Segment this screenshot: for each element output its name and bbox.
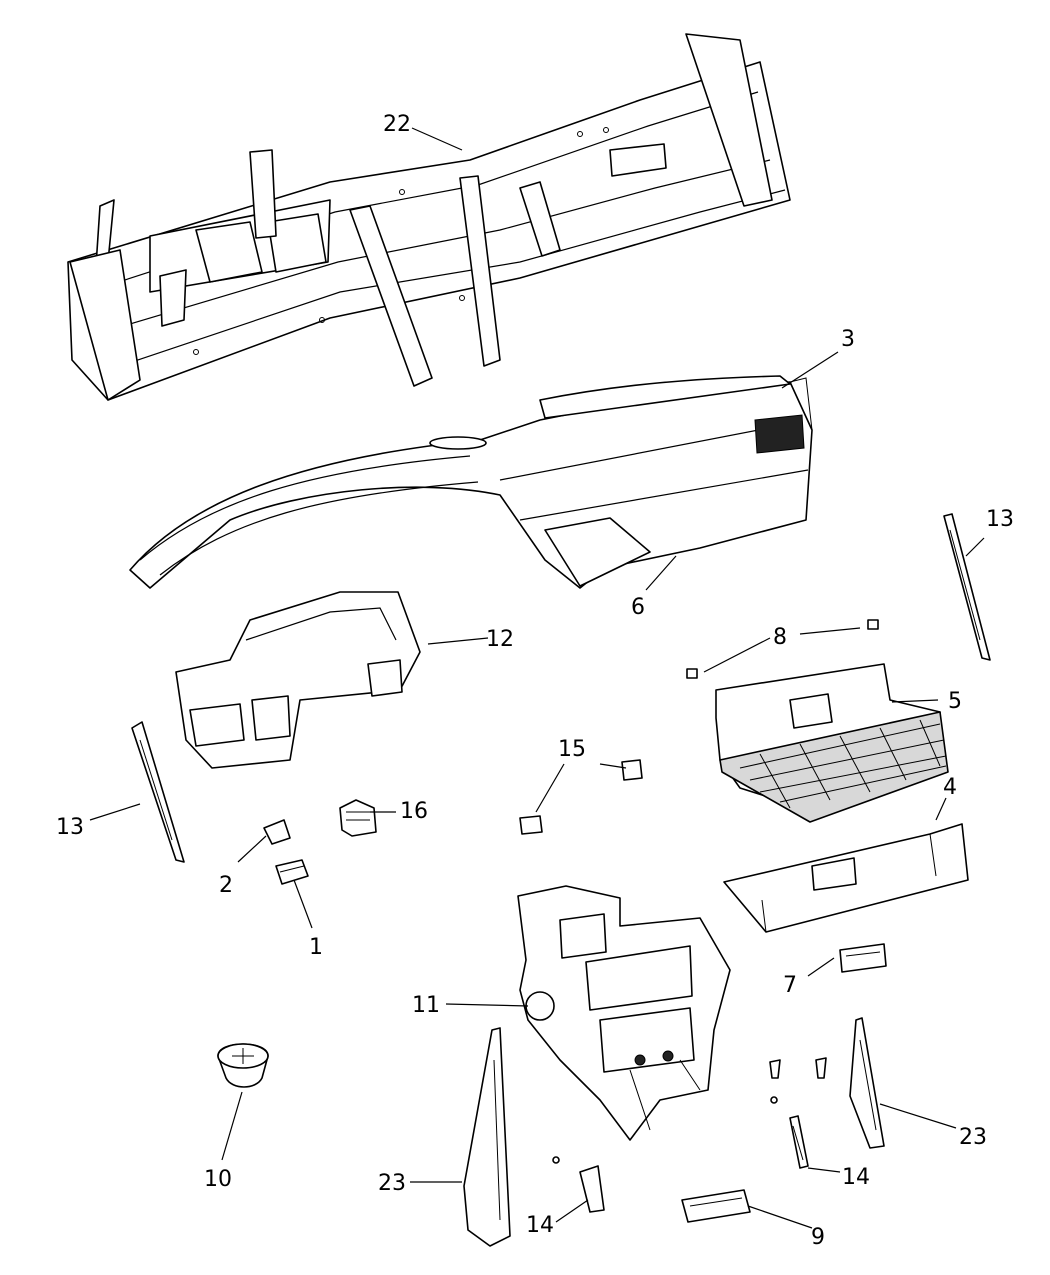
- part-13-right-end-cap: [943, 513, 991, 661]
- part-3-instrument-panel: [129, 375, 813, 589]
- part-14-left-panel: [579, 1165, 605, 1213]
- part-10-knob: [217, 1043, 269, 1088]
- part-13-left-end-cap: [131, 721, 185, 863]
- callout-11: 11: [412, 993, 440, 1018]
- callout-3: 3: [841, 327, 855, 352]
- part-22-cross-car-beam: [67, 33, 791, 401]
- part-1-switch: [275, 859, 309, 885]
- callouts: 22 3 13 6 8 12 5 15 4 16 13 2 1 7 11 23 …: [56, 112, 1014, 1250]
- part-12-cluster-support: [175, 591, 421, 769]
- part-2-bracket: [263, 819, 291, 845]
- callout-23-left: 23: [378, 1171, 406, 1196]
- part-16-bracket: [339, 799, 377, 837]
- callout-10: 10: [204, 1167, 232, 1192]
- callout-15: 15: [558, 737, 586, 762]
- part-14-right-panel: [789, 1115, 809, 1169]
- callout-1: 1: [309, 935, 323, 960]
- callout-16: 16: [400, 799, 428, 824]
- callout-13-right: 13: [986, 507, 1014, 532]
- callout-8: 8: [773, 625, 787, 650]
- part-11-center-support: [517, 885, 731, 1141]
- callout-6: 6: [631, 595, 645, 620]
- callout-9: 9: [811, 1225, 825, 1250]
- part-8-clips: [686, 619, 879, 679]
- part-9-bracket: [681, 1189, 751, 1223]
- callout-4: 4: [943, 775, 957, 800]
- callout-13-left: 13: [56, 815, 84, 840]
- fasteners: [552, 1057, 827, 1164]
- callout-2: 2: [219, 873, 233, 898]
- callout-14-right: 14: [842, 1165, 870, 1190]
- leader-lines: [89, 127, 985, 1229]
- part-5-glove-box-bin: [715, 663, 949, 823]
- callout-7: 7: [783, 973, 797, 998]
- part-4-glove-box-door: [723, 823, 969, 933]
- callout-14-left: 14: [526, 1213, 554, 1238]
- part-7-switch-bezel: [839, 943, 887, 973]
- callout-22: 22: [383, 112, 411, 137]
- callout-5: 5: [948, 689, 962, 714]
- part-23-right-side-panel: [849, 1017, 885, 1149]
- part-15-clips: [519, 759, 643, 835]
- callout-23-right: 23: [959, 1125, 987, 1150]
- callout-12: 12: [486, 627, 514, 652]
- part-23-left-side-panel: [463, 1027, 511, 1247]
